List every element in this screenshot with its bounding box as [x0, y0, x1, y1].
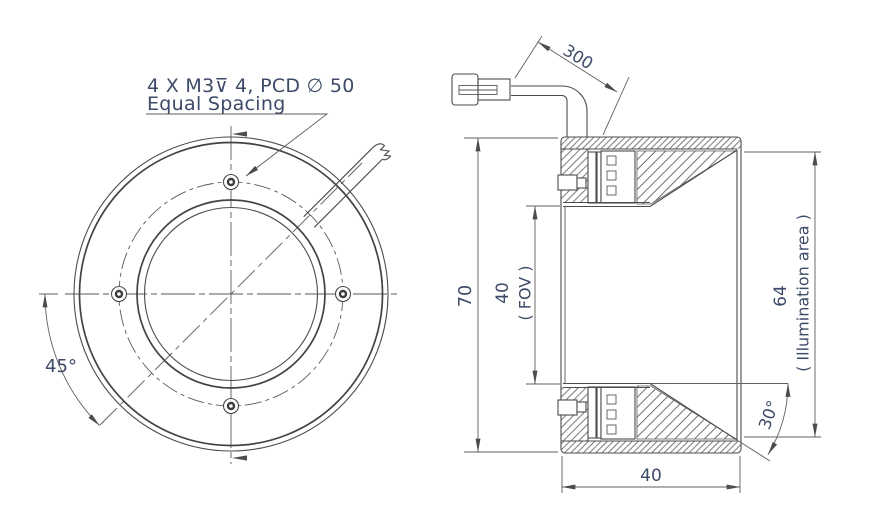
mounting-hole-bottom [222, 397, 240, 415]
mounting-hole-top [222, 173, 240, 191]
side-view: 300 [451, 35, 821, 493]
cable-side [511, 85, 588, 137]
angle-45-label: 45° [45, 356, 77, 377]
dim-40-label: 40 [640, 466, 662, 486]
dim-40-depth: 40 [561, 456, 741, 493]
mount-screw-top [557, 174, 578, 191]
centerline-arrow-bottom [232, 455, 247, 461]
dim-fov-label: 40 [493, 282, 513, 304]
mount-screw-bottom [557, 399, 578, 416]
fov-note-label: ( FOV ) [516, 265, 535, 320]
dim-64: 64 ( Illumination area ) [744, 151, 821, 438]
bore-lines [563, 201, 650, 389]
dim-fov: 40 ( FOV ) [493, 205, 560, 385]
aperture-circle-chamfer [143, 206, 319, 382]
cable-front [303, 143, 392, 228]
left-wall-bottom [557, 387, 589, 441]
dim-30-label: 30° [755, 398, 783, 432]
dim-70: 70 [456, 137, 558, 453]
mounting-hole-left [110, 285, 128, 303]
top-mount-band [561, 137, 741, 150]
front-view: 45° 4 X M3⊽ 4, PCD ∅ 50 Equal Spacing [39, 75, 400, 464]
diffuser-cone-bottom [636, 383, 738, 441]
led-module-bottom [587, 386, 636, 440]
cable-break-icon [371, 143, 392, 161]
diffuser-cone-top [636, 149, 738, 207]
angle-45-arc [42, 293, 100, 426]
led-module-top [587, 150, 636, 204]
callout-leader [146, 113, 329, 177]
illumination-note-label: ( Illumination area ) [794, 214, 813, 372]
bottom-mount-band [561, 440, 741, 453]
mounting-hole-right [334, 285, 352, 303]
callout: 4 X M3⊽ 4, PCD ∅ 50 Equal Spacing [146, 75, 355, 177]
dim-300-label: 300 [560, 41, 597, 74]
callout-line2: Equal Spacing [147, 93, 286, 115]
connector-icon [451, 73, 511, 106]
aperture-circle [136, 199, 326, 389]
dim-30-arc [767, 383, 791, 455]
left-wall-top [557, 149, 589, 203]
callout-line1: 4 X M3⊽ 4, PCD ∅ 50 [147, 75, 355, 97]
angle-45-dimension: 45° [39, 293, 100, 426]
centerline-arrow-top [232, 131, 247, 137]
dim-64-label: 64 [771, 285, 791, 307]
diagonal-center-line [99, 162, 363, 426]
dim-70-label: 70 [456, 285, 476, 307]
